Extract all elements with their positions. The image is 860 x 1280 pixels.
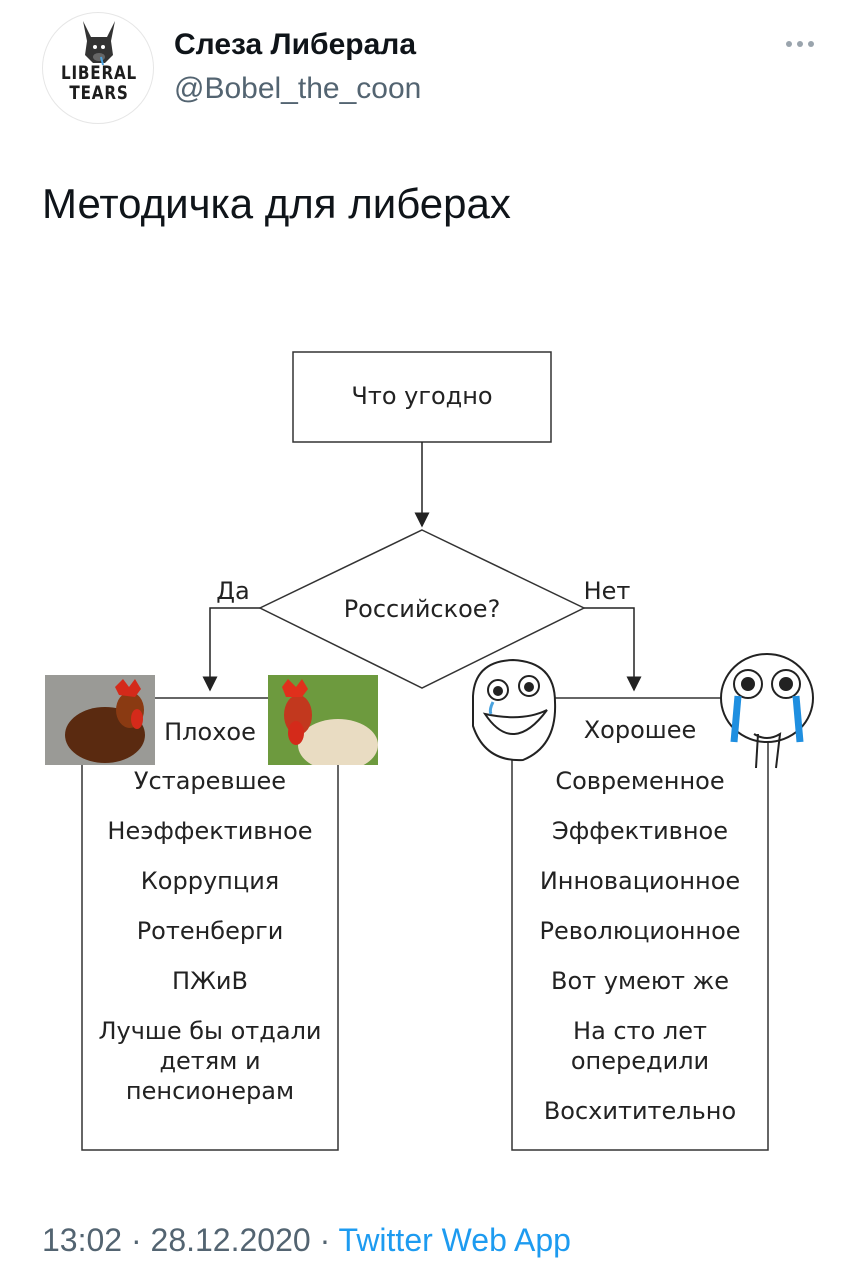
flowchart-lines bbox=[81, 351, 769, 1151]
list-item: Инновационное bbox=[539, 867, 741, 895]
list-item: Революционное bbox=[539, 917, 741, 945]
tweet-footer: 13:02 · 28.12.2020 · Twitter Web App bbox=[42, 1222, 571, 1259]
rooster-photo bbox=[268, 675, 378, 765]
list-item: Современное bbox=[555, 767, 725, 795]
donkey-logo-icon bbox=[83, 21, 115, 66]
avatar[interactable]: LIBERAL TEARS bbox=[42, 12, 154, 124]
list-item: Вот умеют же bbox=[550, 967, 730, 995]
happy-rage-face bbox=[463, 656, 563, 766]
question-label: Российское? bbox=[343, 595, 501, 623]
yes-label: Да bbox=[216, 577, 250, 605]
list-item: Устаревшее bbox=[133, 767, 287, 795]
source-app-link[interactable]: Twitter Web App bbox=[338, 1222, 571, 1258]
no-label: Нет bbox=[583, 577, 631, 605]
flowchart-image[interactable]: Что угодно Российское? Да Нет bbox=[0, 330, 860, 1170]
list-item: Восхитительно bbox=[543, 1097, 737, 1125]
list-item: Эффективное bbox=[552, 817, 728, 845]
crying-rage-face bbox=[716, 650, 818, 774]
tweet-text: Методичка для либерах bbox=[42, 180, 511, 227]
list-item: Коррупция bbox=[140, 867, 280, 895]
left-title: Плохое bbox=[164, 718, 256, 746]
avatar-logo-text: LIBERAL TEARS bbox=[60, 62, 138, 104]
display-name[interactable]: Слеза Либерала bbox=[174, 28, 417, 61]
right-title: Хорошее bbox=[583, 716, 697, 744]
tweet-header: LIBERAL TEARS Слеза Либерала @Bobel_the_… bbox=[0, 0, 860, 140]
handle[interactable]: @Bobel_the_coon bbox=[174, 72, 422, 105]
start-label: Что угодно bbox=[351, 382, 493, 410]
list-item: ПЖиВ bbox=[172, 967, 248, 995]
tweet-date[interactable]: 28.12.2020 bbox=[150, 1222, 311, 1258]
tweet-time[interactable]: 13:02 bbox=[42, 1222, 123, 1258]
separator: · bbox=[130, 1222, 142, 1258]
list-item: Неэффективное bbox=[107, 817, 313, 845]
separator: · bbox=[319, 1222, 331, 1258]
rooster-photo bbox=[45, 675, 155, 765]
more-dots-icon[interactable] bbox=[780, 32, 820, 56]
list-item: Ротенберги bbox=[136, 917, 284, 945]
